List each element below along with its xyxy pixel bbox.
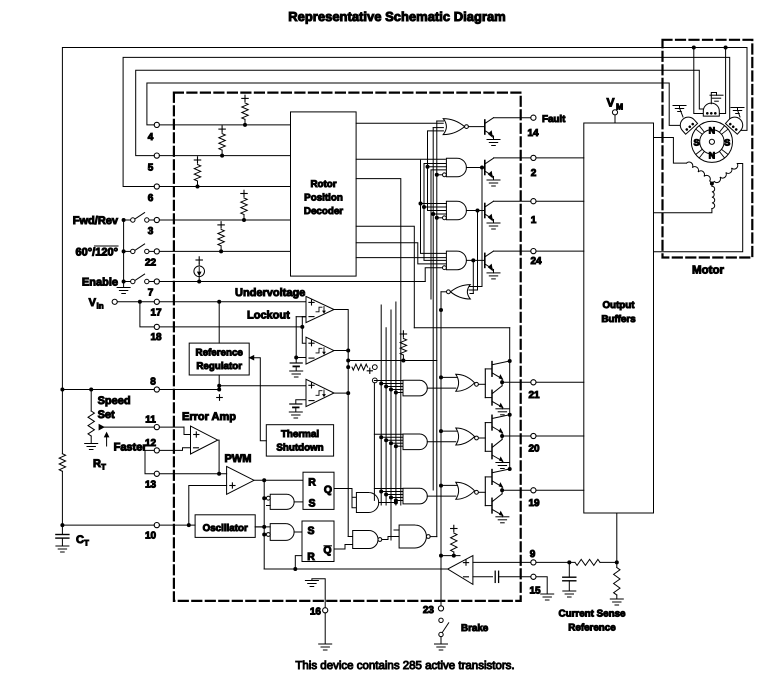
svg-text:14: 14 [527,128,539,139]
svg-text:6: 6 [148,193,154,204]
svg-text:R: R [308,477,316,489]
svg-text:Regulator: Regulator [196,361,242,372]
svg-text:Reference: Reference [568,623,616,634]
svg-text:Brake: Brake [461,623,489,634]
svg-text:3: 3 [148,226,154,237]
svg-text:C: C [76,534,84,546]
svg-text:16: 16 [310,607,322,618]
svg-text:19: 19 [528,498,540,509]
svg-text:17: 17 [150,308,162,319]
svg-text:Q: Q [324,484,332,496]
svg-text:Rotor: Rotor [310,179,336,190]
svg-text:10: 10 [145,531,157,542]
svg-text:8: 8 [150,377,156,388]
svg-text:Decoder: Decoder [304,206,343,217]
svg-text:PWM: PWM [225,453,252,465]
svg-text:11: 11 [145,415,156,426]
svg-text:Set: Set [98,409,115,421]
svg-text:Buffers: Buffers [601,314,636,325]
svg-text:V: V [89,297,97,309]
svg-text:7: 7 [148,288,154,299]
svg-text:24: 24 [530,256,542,267]
svg-text:Q: Q [323,545,331,557]
svg-text:20: 20 [528,444,540,455]
svg-text:S: S [308,498,315,510]
svg-text:Faster: Faster [114,442,148,454]
svg-text:5: 5 [148,163,154,174]
svg-text:S: S [693,137,699,147]
svg-text:Oscillator: Oscillator [203,523,248,534]
svg-text:Motor: Motor [692,265,724,277]
svg-text:R: R [93,458,101,470]
svg-text:N: N [709,151,716,161]
svg-text:21: 21 [528,390,540,401]
svg-text:Speed: Speed [98,395,131,407]
svg-text:2: 2 [531,168,537,179]
svg-text:Error Amp: Error Amp [182,411,236,423]
svg-text:Current Sense: Current Sense [559,609,627,620]
svg-text:T: T [84,539,89,548]
svg-text:in: in [97,302,104,311]
svg-text:Shutdown: Shutdown [276,443,323,454]
svg-text:18: 18 [150,332,162,343]
svg-text:23: 23 [423,605,435,616]
svg-text:T: T [101,463,106,472]
svg-text:M: M [616,102,623,112]
svg-text:S: S [307,525,314,537]
svg-text:4: 4 [148,132,154,143]
svg-text:12: 12 [145,438,157,449]
svg-text:V: V [606,96,614,110]
svg-text:Enable: Enable [82,277,118,289]
svg-text:15: 15 [529,586,541,597]
svg-text:1: 1 [531,215,537,226]
svg-text:60°/120°: 60°/120° [76,247,118,259]
svg-text:Fwd/Rev: Fwd/Rev [73,215,119,227]
svg-text:Lockout: Lockout [247,310,290,322]
svg-text:22: 22 [145,258,157,269]
svg-text:Thermal: Thermal [281,429,319,440]
svg-text:Representative Schematic Diagr: Representative Schematic Diagram [288,9,505,24]
svg-text:13: 13 [145,480,157,491]
svg-text:Reference: Reference [196,348,244,359]
svg-text:R: R [307,551,315,563]
svg-text:9: 9 [530,549,536,560]
svg-text:Undervoltage: Undervoltage [235,287,305,299]
svg-text:N: N [709,126,716,136]
svg-text:Position: Position [304,193,343,204]
svg-text:This device contains 285 activ: This device contains 285 active transist… [295,660,514,672]
svg-text:S: S [724,137,730,147]
svg-text:Output: Output [602,300,635,311]
svg-text:Fault: Fault [542,114,566,125]
